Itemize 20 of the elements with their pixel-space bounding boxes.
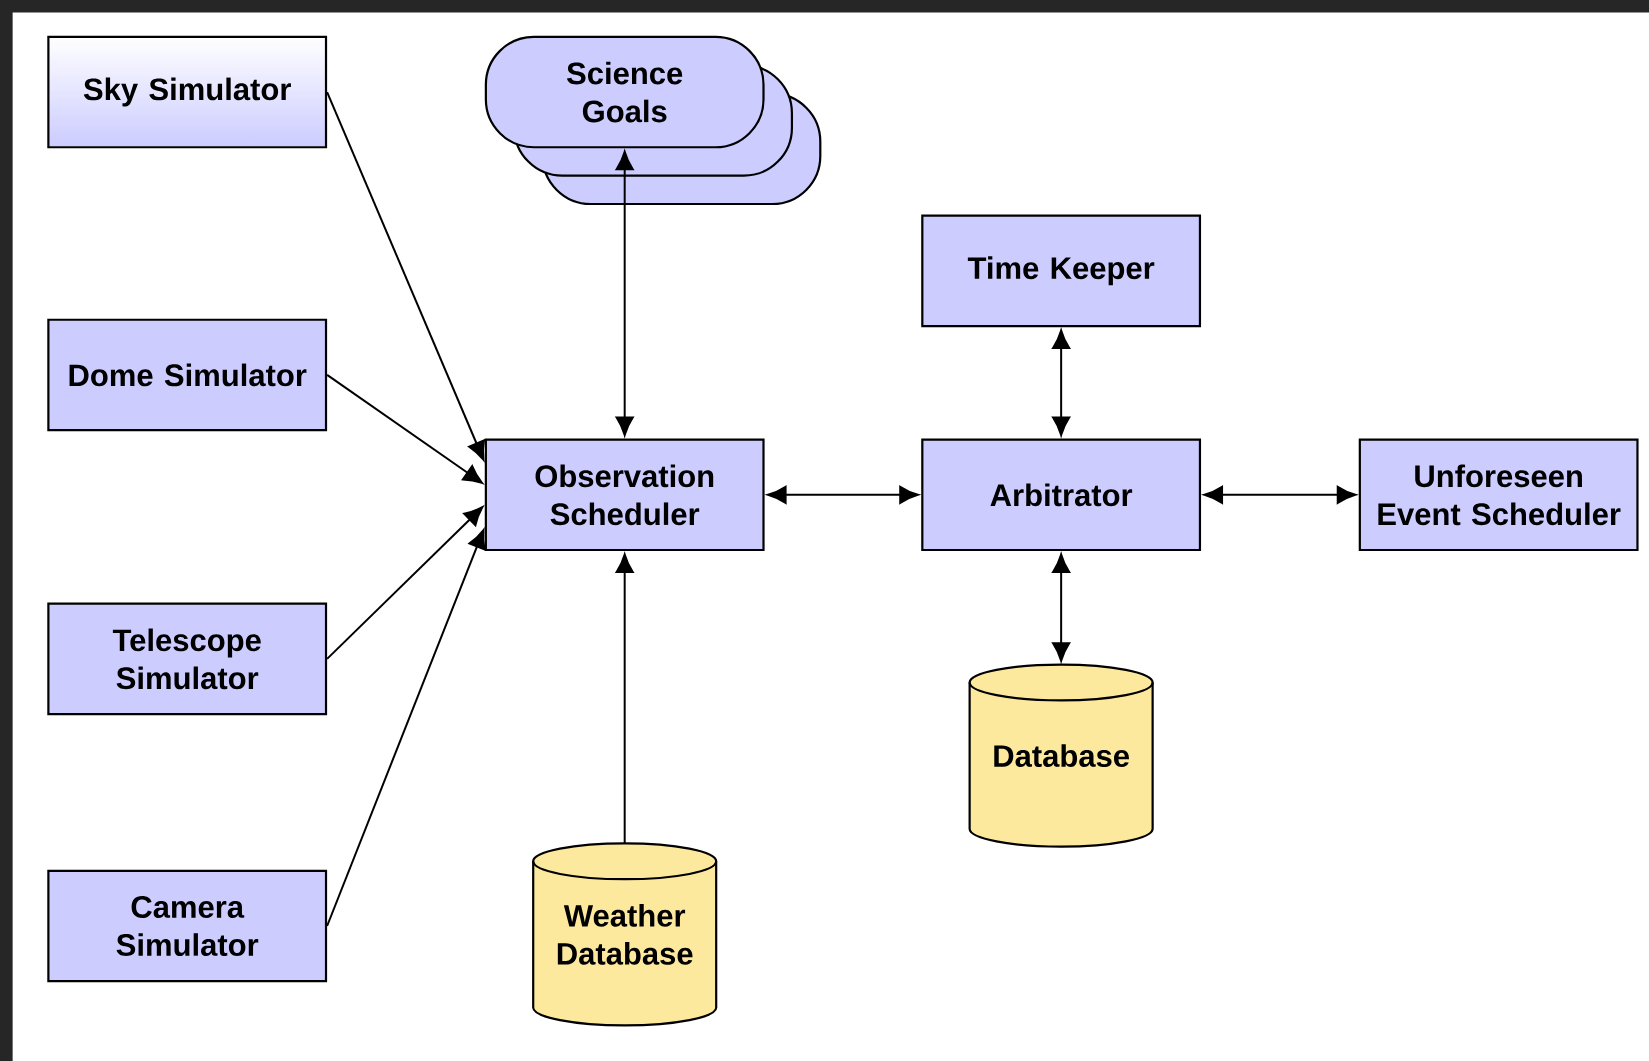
process-box: Sky Simulator (47, 35, 328, 149)
process-box: Telescope Simulator (47, 602, 328, 716)
arrow (1052, 553, 1071, 662)
arrow (615, 150, 634, 436)
arrow (1052, 329, 1071, 436)
database-cylinder: Database (968, 663, 1154, 848)
arrow (615, 553, 634, 844)
arrow (326, 90, 485, 461)
process-box: Dome Simulator (47, 318, 328, 432)
process-box: Arbitrator (921, 438, 1202, 552)
arrow (326, 528, 486, 927)
arrow (1203, 485, 1357, 504)
arrow (326, 506, 484, 660)
process-box: Unforeseen Event Scheduler (1358, 438, 1639, 552)
process-box: Time Keeper (921, 214, 1202, 328)
arrow (326, 373, 483, 484)
database-cylinder: Weather Database (532, 842, 718, 1027)
process-box: Observation Scheduler (484, 438, 765, 552)
arrow (767, 485, 919, 504)
process-box: Camera Simulator (47, 869, 328, 983)
